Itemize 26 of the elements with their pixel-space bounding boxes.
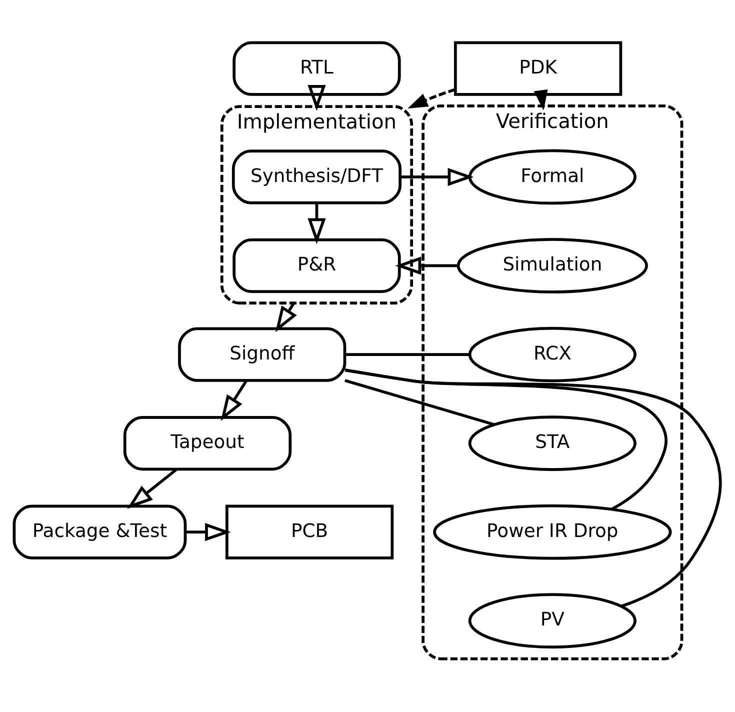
arrow — [220, 380, 248, 421]
node-box: Signoff — [178, 326, 346, 382]
connector — [344, 378, 494, 426]
connector — [344, 368, 668, 510]
node-box: Package &Test — [12, 504, 187, 559]
arrow — [408, 88, 456, 108]
arrow — [127, 468, 178, 508]
connector — [344, 368, 722, 608]
connector — [344, 352, 470, 356]
node-ellipse: RCX — [468, 326, 636, 382]
arrow — [308, 202, 326, 244]
arrow — [185, 522, 231, 541]
node-box: Synthesis/DFT — [232, 149, 402, 204]
node-ellipse: Simulation — [456, 238, 648, 293]
node-box: PCB — [225, 504, 394, 559]
node-box: P&R — [232, 238, 401, 293]
arrow — [534, 88, 548, 110]
arrow — [275, 302, 297, 332]
arrow — [395, 256, 458, 274]
node-box: Tapeout — [123, 415, 292, 470]
node-ellipse: STA — [468, 415, 636, 470]
node-ellipse: Power IR Drop — [433, 504, 672, 560]
node-ellipse: Formal — [468, 148, 636, 204]
arrow — [400, 167, 474, 186]
node-ellipse: PV — [468, 592, 636, 648]
arrow — [308, 84, 326, 110]
